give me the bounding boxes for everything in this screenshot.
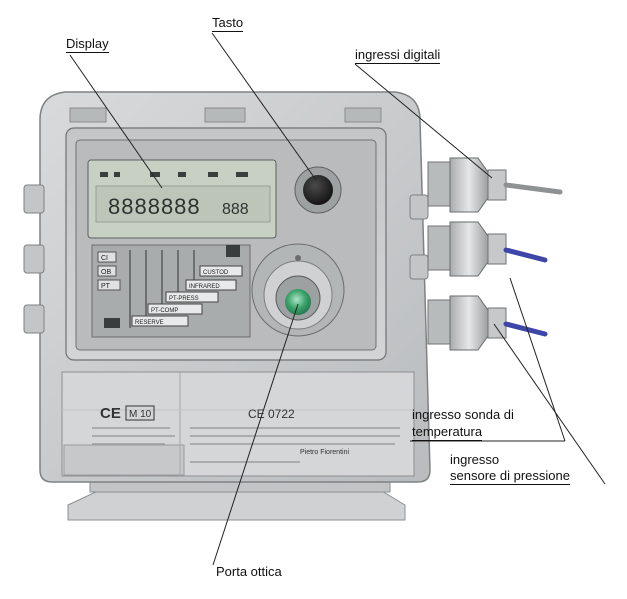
menu-item-custod: CUSTOD <box>203 270 229 276</box>
leader-lines <box>69 32 606 566</box>
menu-item-infrared: INFRARED <box>189 284 220 290</box>
brand-name: Pietro Fiorentini <box>300 449 349 456</box>
menu-item-reserve: RESERVE <box>135 320 164 326</box>
side-label-ci: CI <box>101 255 108 262</box>
label-porta-ottica: Porta ottica <box>216 564 282 579</box>
svg-text:CE: CE <box>100 405 121 422</box>
label-tasto: Tasto <box>212 15 244 32</box>
ce-left-code: M 10 <box>129 409 152 420</box>
menu-item-pt-press: PT-PRESS <box>169 296 199 302</box>
lcd-display: 8888888 888 <box>87 159 277 239</box>
side-label-pt: PT <box>101 283 111 290</box>
optical-port <box>251 243 345 337</box>
tasto-button <box>294 166 342 214</box>
ce-right-code: CE 0722 <box>248 407 295 421</box>
menu-panel: CI OB PT CUSTOD INFRARED PT-PRESS PT-COM… <box>91 244 251 338</box>
lcd-suffix: 888 <box>222 201 249 218</box>
label-ingresso-sensore-line2: sensore di pressione <box>450 468 570 485</box>
cables <box>503 182 563 337</box>
cable-glands <box>427 157 507 351</box>
label-ingressi-digitali: ingressi digitali <box>355 47 441 64</box>
ce-marking: CE M 10 CE 0722 Pietro Fiorentini <box>92 405 400 463</box>
lcd-digits: 8888888 <box>108 194 201 219</box>
label-display: Display <box>66 36 109 53</box>
side-label-ob: OB <box>101 269 111 276</box>
label-ingresso-sonda-line2: temperatura <box>412 424 483 441</box>
menu-item-pt-comp: PT-COMP <box>151 308 178 314</box>
label-ingresso-sonda-line1: ingresso sonda di <box>412 407 514 422</box>
label-ingresso-sensore-line1: ingresso <box>450 452 500 467</box>
